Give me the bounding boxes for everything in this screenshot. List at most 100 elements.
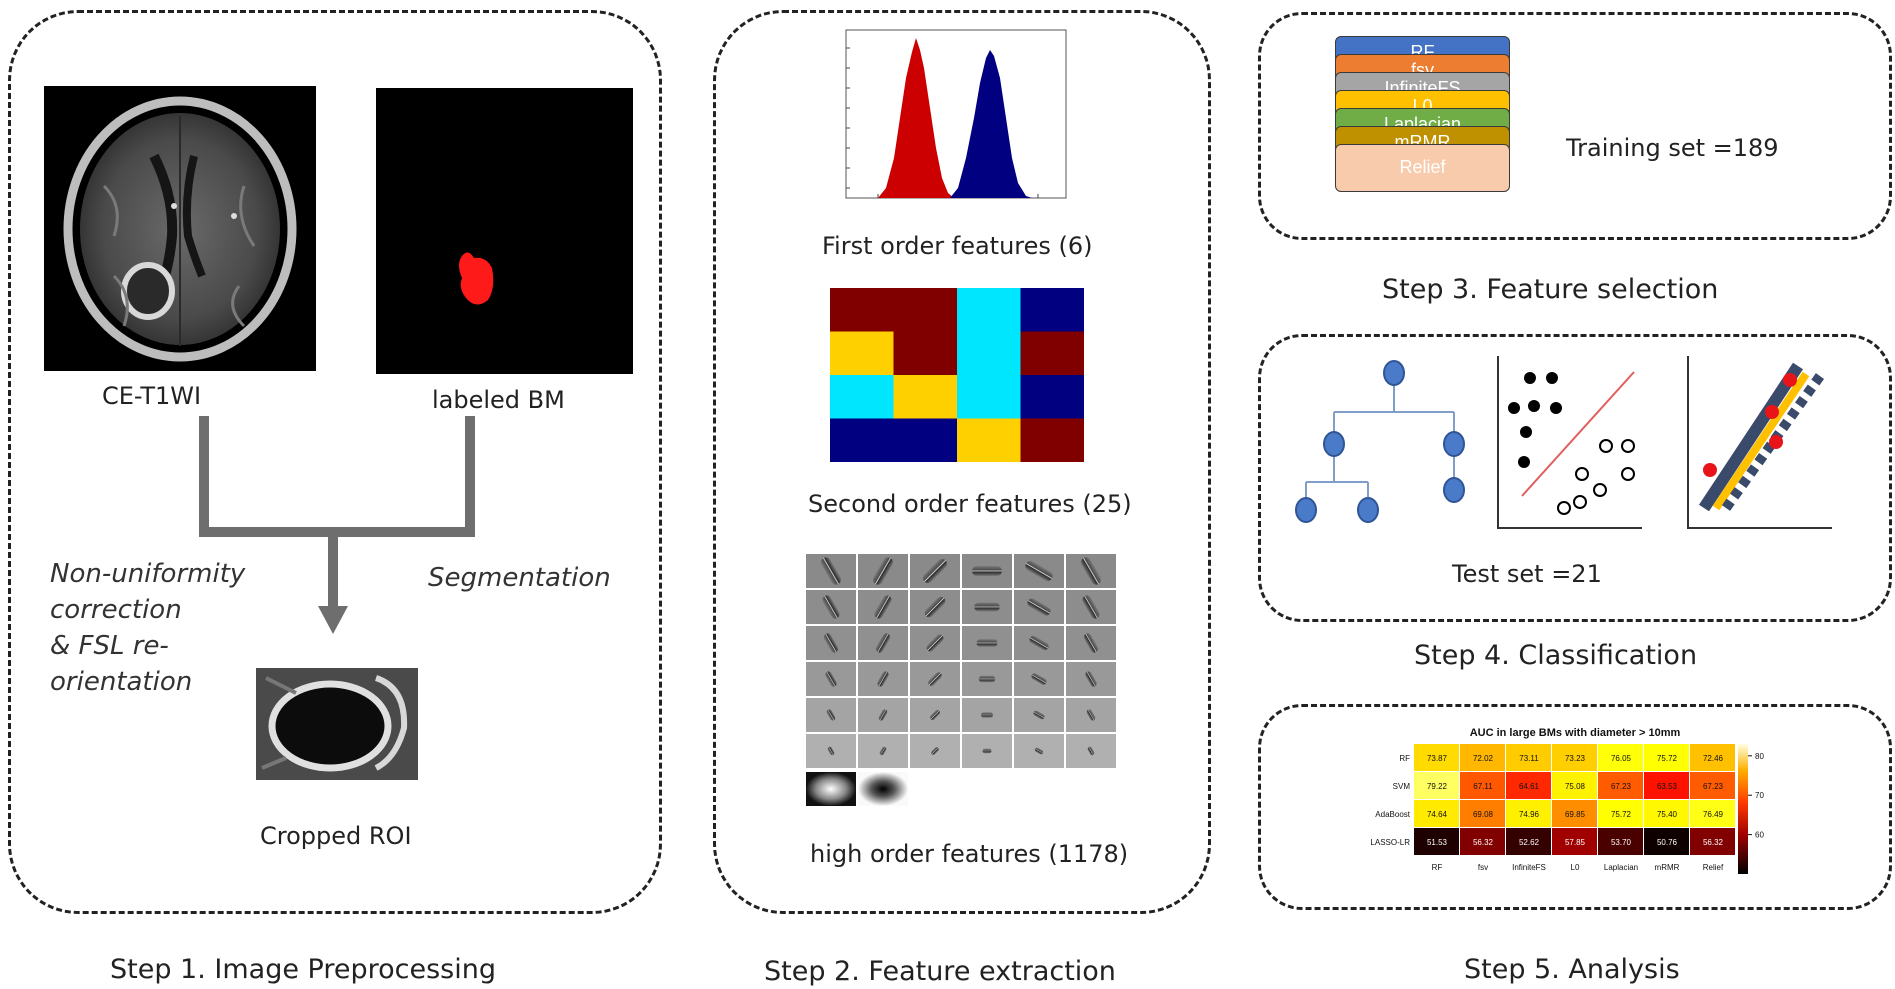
gabor-filter xyxy=(806,554,856,588)
gabor-filter xyxy=(858,662,908,696)
heatmap-cell xyxy=(1690,800,1735,827)
heatmap-cell xyxy=(1460,800,1505,827)
heatmap-cell xyxy=(1598,828,1643,855)
heatmap-value: 57.85 xyxy=(1565,838,1586,847)
heatmap-value: 74.64 xyxy=(1427,810,1448,819)
heatmap-value: 69.85 xyxy=(1565,810,1586,819)
gabor-filter xyxy=(962,590,1012,624)
second-order-label: Second order features (25) xyxy=(808,490,1132,518)
preprocessing-arrows xyxy=(199,416,475,634)
matrix-cell xyxy=(957,331,1021,376)
second-order-matrix xyxy=(830,288,1084,462)
heatmap-title: AUC in large BMs with diameter > 10mm xyxy=(1470,727,1681,739)
matrix-cell xyxy=(893,418,958,462)
step5-panel xyxy=(1258,704,1892,910)
matrix-cell xyxy=(957,288,1021,332)
auc-heatmap: AUC in large BMs with diameter > 10mm RF… xyxy=(1370,727,1764,874)
step3-title: Step 3. Feature selection xyxy=(1382,274,1719,305)
heatmap-cell xyxy=(1644,744,1689,771)
gabor-filter xyxy=(1014,554,1064,588)
heatmap-value: 69.08 xyxy=(1473,810,1494,819)
heatmap-cell xyxy=(1598,800,1643,827)
heatmap-value: 52.62 xyxy=(1519,838,1540,847)
heatmap-cell xyxy=(1552,772,1597,799)
step5-title: Step 5. Analysis xyxy=(1464,954,1680,985)
gabor-filter xyxy=(806,662,856,696)
heatmap-cell xyxy=(1690,772,1735,799)
gabor-filter xyxy=(910,734,960,768)
heatmap-value: 72.46 xyxy=(1703,754,1724,763)
gabor-filter xyxy=(962,626,1012,660)
heatmap-cell xyxy=(1460,772,1505,799)
heatmap-value: 73.87 xyxy=(1427,754,1448,763)
gaussian-filter xyxy=(806,772,856,806)
column-label: InfiniteFS xyxy=(1512,863,1546,872)
heatmap-value: 56.32 xyxy=(1473,838,1494,847)
gabor-filter xyxy=(1014,698,1064,732)
ce-t1wi-label: CE-T1WI xyxy=(102,382,202,410)
gabor-filter xyxy=(1066,554,1116,588)
colorbar-tick: 80 xyxy=(1755,752,1764,761)
heatmap-cell xyxy=(1414,772,1459,799)
high-order-label: high order features (1178) xyxy=(810,840,1129,868)
column-label: L0 xyxy=(1571,863,1580,872)
column-label: mRMR xyxy=(1655,863,1680,872)
matrix-cell xyxy=(830,375,894,419)
heatmap-value: 53.70 xyxy=(1611,838,1632,847)
matrix-cell xyxy=(830,331,894,376)
gabor-filter xyxy=(1014,626,1064,660)
colorbar-tick: 70 xyxy=(1755,791,1764,800)
gabor-filter xyxy=(806,698,856,732)
heatmap-value: 67.11 xyxy=(1473,782,1493,791)
gabor-filter xyxy=(1066,734,1116,768)
heatmap-value: 64.61 xyxy=(1519,782,1540,791)
segmentation-note: Segmentation xyxy=(428,563,611,593)
gabor-filter xyxy=(1014,590,1064,624)
gabor-filter xyxy=(910,554,960,588)
heatmap-value: 76.05 xyxy=(1611,754,1632,763)
matrix-cell xyxy=(957,418,1021,462)
histogram-red xyxy=(878,38,954,198)
gabor-filter xyxy=(858,626,908,660)
heatmap-value: 51.53 xyxy=(1427,838,1448,847)
step1-title: Step 1. Image Preprocessing xyxy=(110,954,496,985)
gabor-filter xyxy=(858,554,908,588)
gabor-filter xyxy=(962,662,1012,696)
matrix-cell xyxy=(1020,331,1084,376)
matrix-cell xyxy=(830,288,894,332)
regression-diagram xyxy=(1687,356,1832,529)
training-set-label: Training set =189 xyxy=(1566,134,1779,162)
matrix-cell xyxy=(893,375,958,419)
first-order-label: First order features (6) xyxy=(822,232,1093,260)
heatmap-cell xyxy=(1598,772,1643,799)
matrix-cell xyxy=(1020,375,1084,419)
heatmap-value: 75.08 xyxy=(1565,782,1586,791)
heatmap-value: 79.22 xyxy=(1427,782,1448,791)
heatmap-cell xyxy=(1644,772,1689,799)
matrix-cell xyxy=(1020,418,1084,462)
heatmap-value: 76.49 xyxy=(1703,810,1724,819)
step1-panel xyxy=(8,10,662,914)
heatmap-value: 73.11 xyxy=(1519,754,1539,763)
gabor-filter xyxy=(806,734,856,768)
heatmap-cell xyxy=(1690,744,1735,771)
heatmap-value: 67.23 xyxy=(1611,782,1632,791)
heatmap-cell xyxy=(1460,828,1505,855)
gabor-filter xyxy=(962,734,1012,768)
colorbar-tick: 60 xyxy=(1755,831,1764,840)
heatmap-cell xyxy=(1506,800,1551,827)
gabor-filter xyxy=(962,698,1012,732)
heatmap-value: 67.23 xyxy=(1703,782,1724,791)
histogram-blue xyxy=(950,50,1032,198)
high-order-filter-bank xyxy=(806,554,1116,806)
heatmap-cell xyxy=(1414,744,1459,771)
log-filter xyxy=(858,772,908,806)
column-label: fsv xyxy=(1478,863,1488,872)
heatmap-cell xyxy=(1414,828,1459,855)
row-label: RF xyxy=(1399,754,1410,763)
heatmap-cell xyxy=(1460,744,1505,771)
heatmap-value: 50.76 xyxy=(1657,838,1678,847)
heatmap-value: 72.02 xyxy=(1473,754,1494,763)
gabor-filter xyxy=(962,554,1012,588)
